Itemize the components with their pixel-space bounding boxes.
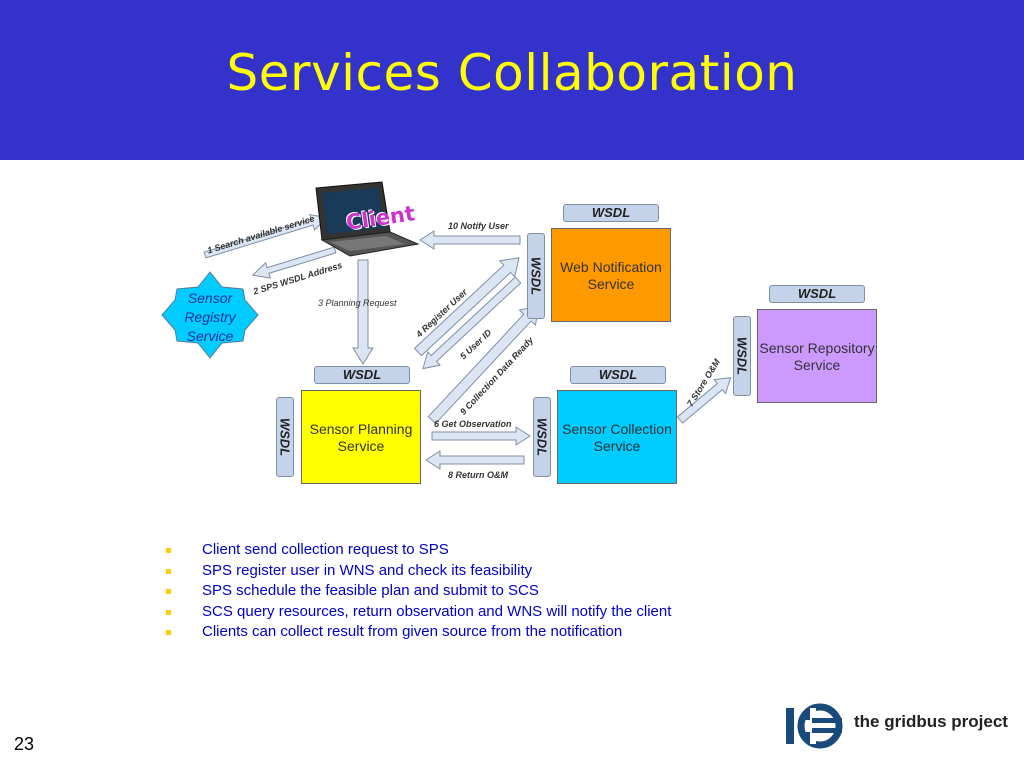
bullet-item: Client send collection request to SPS [160,540,671,561]
client-laptop-icon [315,181,420,257]
wsdl-side-repository: WSDL [733,316,751,396]
web-notification-service-box: Web Notification Service [551,228,671,322]
page-number: 23 [14,734,35,754]
arrow-6-get-observation [431,426,531,446]
step-10-label: 10 Notify User [448,221,509,231]
arrow-5-user-id [422,276,522,370]
sensor-collection-service-box: Sensor Collection Service [557,390,677,484]
slide-title: Services Collaboration [226,44,798,102]
bullet-square-icon [166,548,171,553]
sensor-repository-service-box: Sensor Repository Service [757,309,877,403]
bullet-item: SCS query resources, return observation … [160,602,671,623]
gridbus-logo-text: the gridbus project [854,712,1008,731]
arrow-8-return [425,450,525,470]
bullet-list: Client send collection request to SPS SP… [160,540,671,643]
bullet-item: SPS schedule the feasible plan and submi… [160,581,671,602]
step-8-label: 8 Return O&M [448,470,509,480]
wsdl-tab-planning: WSDL [314,366,410,384]
sensor-planning-service-box: Sensor Planning Service [301,390,421,484]
bullet-square-icon [166,568,171,574]
arrow-7-store [676,376,732,424]
bullet-square-icon [166,609,171,615]
gridbus-logo-icon [786,703,843,749]
header-bar [0,0,1024,160]
arrow-2-wsdl-address [251,246,337,279]
wsdl-tab-collection: WSDL [570,366,666,384]
step-3-label: 3 Planning Request [318,298,397,308]
bullet-item: Clients can collect result from given so… [160,622,671,643]
wsdl-side-notification: WSDL [527,233,545,319]
sensor-registry-shape [161,271,259,359]
bullet-square-icon [166,589,171,594]
arrow-4-register [413,257,520,357]
step-6-label: 6 Get Observation [434,419,512,429]
arrow-3-planning [352,259,374,365]
wsdl-tab-repository: WSDL [769,285,865,303]
sensor-registry-label: Sensor Registry Service [184,290,236,344]
bullet-square-icon [166,630,171,635]
wsdl-side-planning: WSDL [276,397,294,477]
bullet-item: SPS register user in WNS and check its f… [160,561,671,582]
wsdl-side-collection: WSDL [533,397,551,477]
arrow-10-notify [419,230,521,250]
wsdl-tab-notification: WSDL [563,204,659,222]
